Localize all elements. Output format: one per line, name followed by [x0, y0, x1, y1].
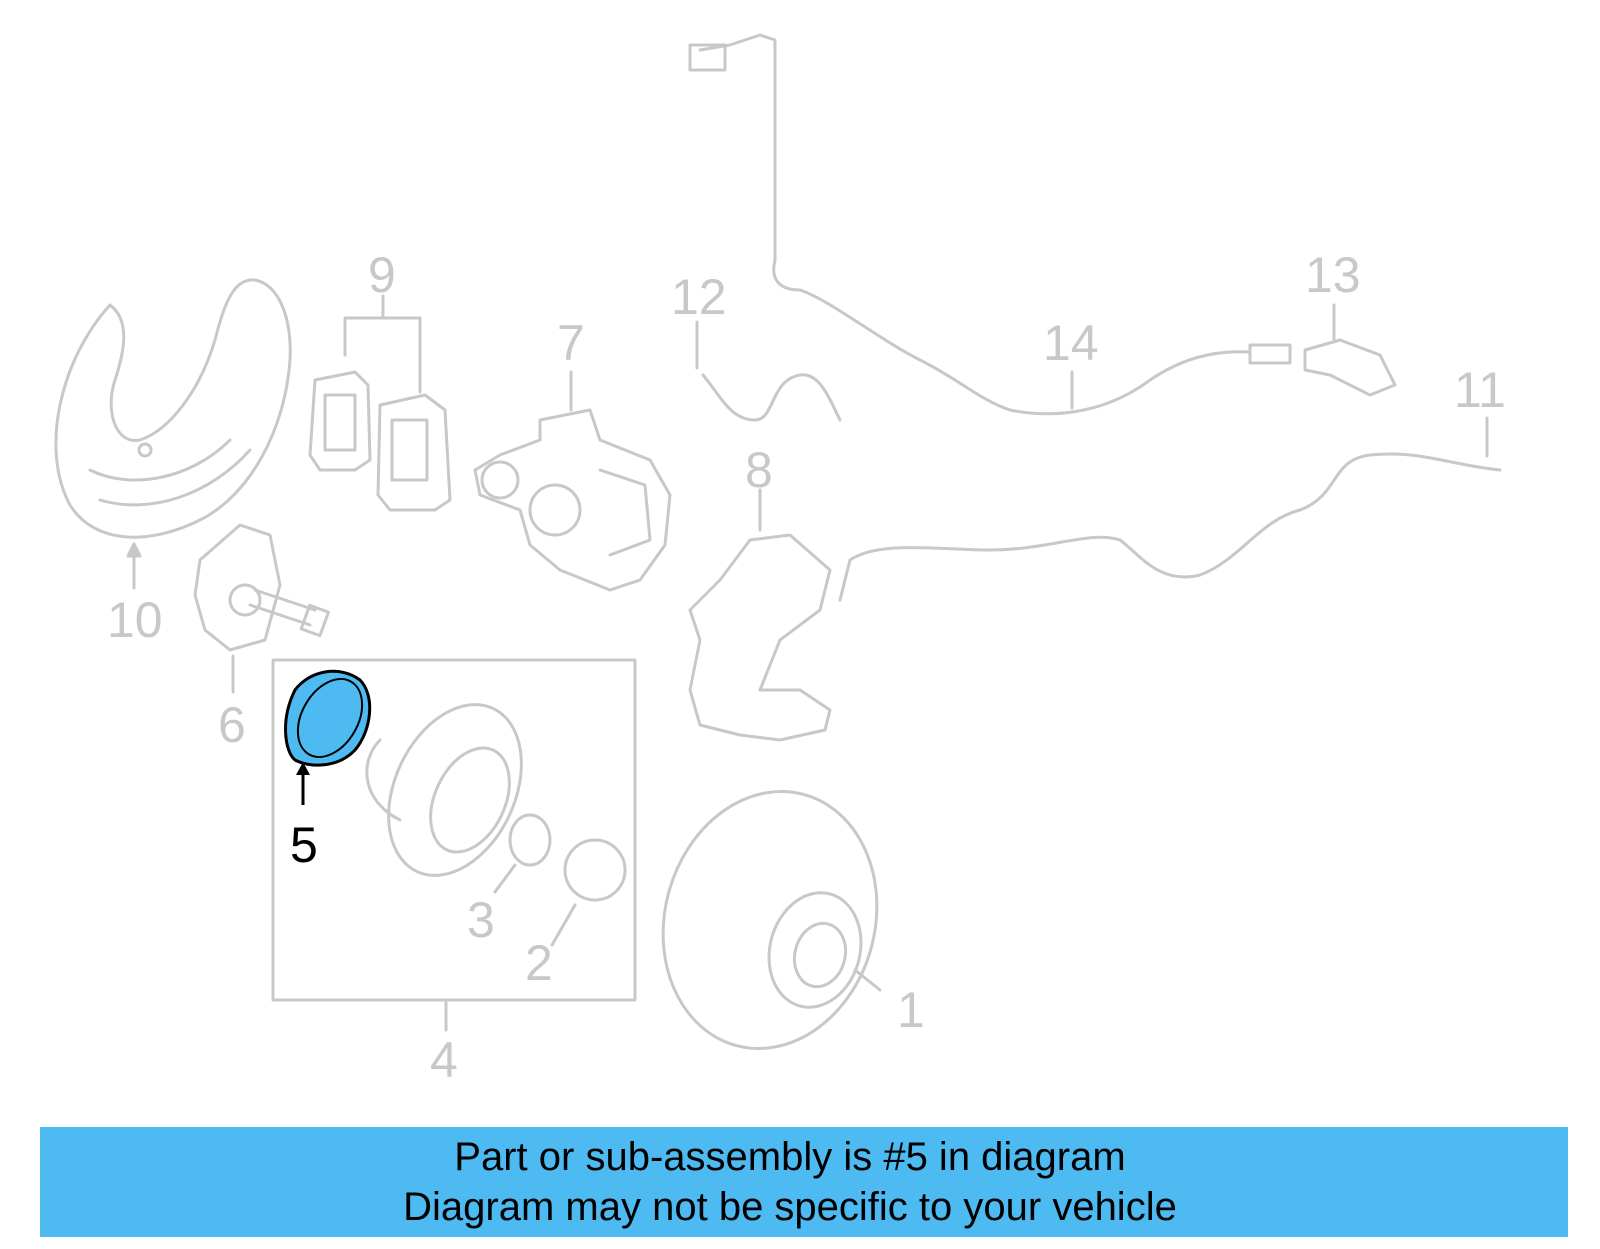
wheel-hub-part-4: [365, 703, 523, 877]
callout-5: 5: [290, 817, 318, 873]
brake-line-part-11: [838, 452, 1502, 602]
abs-sensor-part-13: [1303, 338, 1397, 397]
callout-11: 11: [1454, 362, 1506, 418]
callout-1: 1: [897, 982, 925, 1038]
callout-10: 10: [107, 592, 163, 648]
banner-line-part-number: Part or sub-assembly is #5 in diagram: [454, 1135, 1126, 1179]
callout-9: 9: [368, 247, 396, 303]
callout-4: 4: [430, 1032, 458, 1088]
callout-6: 6: [218, 697, 246, 753]
callout-8: 8: [745, 442, 773, 498]
callout-14: 14: [1043, 315, 1099, 371]
callout-12: 12: [671, 269, 727, 325]
abs-ring-part-5: [284, 669, 372, 805]
info-banner: Part or sub-assembly is #5 in diagram Di…: [40, 1127, 1568, 1237]
banner-line-disclaimer: Diagram may not be specific to your vehi…: [403, 1185, 1177, 1229]
callout-7: 7: [557, 315, 585, 371]
brake-rotor-part-1: [661, 790, 879, 1050]
cap-part-2: [563, 838, 627, 902]
splash-shield-part-10: [54, 278, 292, 539]
stub-axle-part-6: [193, 523, 331, 652]
callout-13: 13: [1305, 247, 1361, 303]
caliper-carrier-part-8: [688, 533, 832, 742]
callout-3: 3: [467, 892, 495, 948]
brake-caliper-part-7: [473, 408, 672, 592]
nut-part-3: [508, 813, 552, 867]
hub-assembly-box-part-4: [271, 658, 637, 1002]
abs-wire-part-14: [688, 33, 1292, 416]
callout-2: 2: [525, 935, 553, 991]
brake-pads-part-9: [308, 370, 452, 512]
wire-part-12: [701, 373, 842, 422]
